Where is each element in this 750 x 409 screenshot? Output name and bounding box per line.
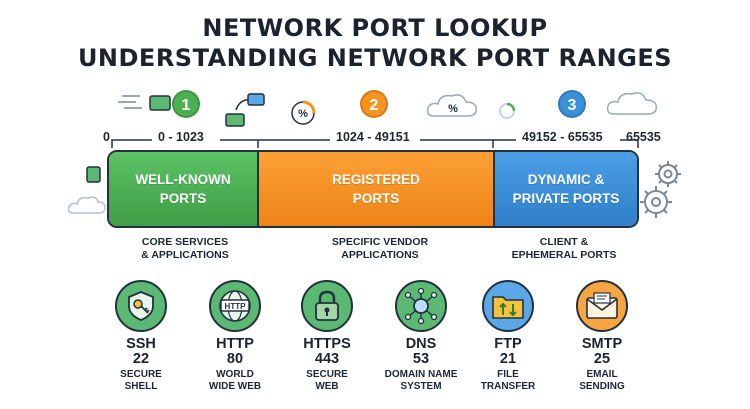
service-ftp-name: FTP <box>494 336 522 352</box>
cloud-left-icon <box>67 196 106 214</box>
cloud-percent-icon: % <box>426 94 478 117</box>
service-ssh: SSH 22 SECURE SHELL <box>105 280 177 393</box>
range-1-badge: 1 <box>172 90 200 118</box>
ssh-icon-circle <box>115 280 167 332</box>
loading-circle-icon <box>499 102 516 119</box>
scale-start-label: 0 <box>103 130 110 144</box>
range-1-span: 0 - 1023 <box>158 130 204 144</box>
service-https-desc-line1: SECURE <box>306 369 348 380</box>
service-smtp-desc-line1: EMAIL <box>586 369 618 380</box>
segment-dynamic: DYNAMIC & PRIVATE PORTS <box>495 152 637 226</box>
globe-icon: HTTP <box>219 290 251 322</box>
segment-well-known: WELL-KNOWN PORTS <box>109 152 259 226</box>
service-dns-desc-line1: DOMAIN NAME <box>384 369 458 380</box>
http-icon-circle: HTTP <box>209 280 261 332</box>
percent-circle-icon: % <box>291 100 316 125</box>
padlock-icon <box>315 290 339 321</box>
service-ftp: FTP 21 FILE TRANSFER <box>472 280 544 393</box>
service-ftp-desc-line2: TRANSFER <box>480 381 536 392</box>
range-2-span: 1024 - 49151 <box>336 130 410 144</box>
gears-icon <box>640 161 681 218</box>
caption-registered-line2: APPLICATIONS <box>341 249 419 261</box>
segment-registered-line1: REGISTERED <box>332 172 420 187</box>
caption-registered-line1: SPECIFIC VENDOR <box>331 236 429 248</box>
service-smtp: SMTP 25 EMAIL SENDING <box>566 280 638 393</box>
caption-registered: SPECIFIC VENDOR APPLICATIONS <box>300 236 460 262</box>
service-http-name: HTTP <box>216 336 254 352</box>
service-https-port: 443 <box>314 351 340 367</box>
envelope-icon <box>586 292 618 319</box>
diagram-title-line2: UNDERSTANDING NETWORK PORT RANGES <box>77 44 673 72</box>
caption-dynamic-line2: EPHEMERAL PORTS <box>511 249 617 261</box>
caption-well-known-line2: & APPLICATIONS <box>141 249 229 261</box>
range-3-span: 49152 - 65535 <box>522 130 603 144</box>
service-dns-port: 53 <box>412 351 430 367</box>
network-search-icon <box>404 287 438 325</box>
service-ftp-port: 21 <box>499 351 517 367</box>
diagram-title-line1: NETWORK PORT LOOKUP <box>202 14 548 42</box>
service-ssh-desc-line1: SECURE <box>120 369 162 380</box>
service-smtp-name: SMTP <box>581 336 623 352</box>
service-https: HTTPS 443 SECURE WEB <box>291 280 363 393</box>
segment-registered: REGISTERED PORTS <box>259 152 495 226</box>
percent-symbol: % <box>448 103 458 115</box>
service-dns: DNS 53 DOMAIN NAME SYSTEM <box>379 280 463 393</box>
service-https-desc-line2: WEB <box>315 381 339 392</box>
service-http-port: 80 <box>226 351 244 367</box>
range-brackets <box>111 139 639 148</box>
service-http-desc-line2: WIDE WEB <box>208 381 262 392</box>
service-ssh-name: SSH <box>126 336 156 352</box>
smtp-icon-circle <box>576 280 628 332</box>
caption-dynamic: CLIENT & EPHEMERAL PORTS <box>494 236 634 262</box>
service-ssh-port: 22 <box>132 351 150 367</box>
http-icon-text: HTTP <box>225 302 247 311</box>
shield-key-icon <box>128 291 154 321</box>
folder-transfer-icon <box>492 296 524 319</box>
percent-symbol: % <box>298 108 308 120</box>
range-2-badge: 2 <box>360 90 388 118</box>
service-smtp-port: 25 <box>593 351 611 367</box>
small-square-icon <box>86 166 101 183</box>
caption-well-known-line1: CORE SERVICES <box>141 236 229 248</box>
segment-well-known-line1: WELL-KNOWN <box>135 172 231 187</box>
https-icon-circle <box>301 280 353 332</box>
caption-dynamic-line1: CLIENT & <box>539 236 589 248</box>
ftp-icon-circle <box>482 280 534 332</box>
service-dns-desc-line2: SYSTEM <box>400 381 442 392</box>
segment-dynamic-line1: DYNAMIC & <box>527 172 605 187</box>
segment-dynamic-line2: PRIVATE PORTS <box>512 191 620 206</box>
range-3-badge: 3 <box>558 90 586 118</box>
cloud-icon <box>606 92 658 115</box>
segment-registered-line2: PORTS <box>352 191 400 206</box>
service-ssh-desc-line2: SHELL <box>124 381 158 392</box>
service-ftp-desc-line1: FILE <box>497 369 519 380</box>
port-range-bar: WELL-KNOWN PORTS REGISTERED PORTS DYNAMIC … <box>107 150 639 228</box>
speed-lines-icon <box>118 95 171 111</box>
service-http-desc-line1: WORLD <box>216 369 254 380</box>
service-http: HTTP HTTP 80 WORLD WIDE WEB <box>199 280 271 393</box>
segment-well-known-line2: PORTS <box>159 191 207 206</box>
transfer-arrow-icon <box>225 93 265 127</box>
dns-icon-circle <box>395 280 447 332</box>
service-dns-name: DNS <box>405 336 437 352</box>
service-smtp-desc-line2: SENDING <box>579 381 625 392</box>
caption-well-known: CORE SERVICES & APPLICATIONS <box>110 236 260 262</box>
service-https-name: HTTPS <box>303 336 351 352</box>
